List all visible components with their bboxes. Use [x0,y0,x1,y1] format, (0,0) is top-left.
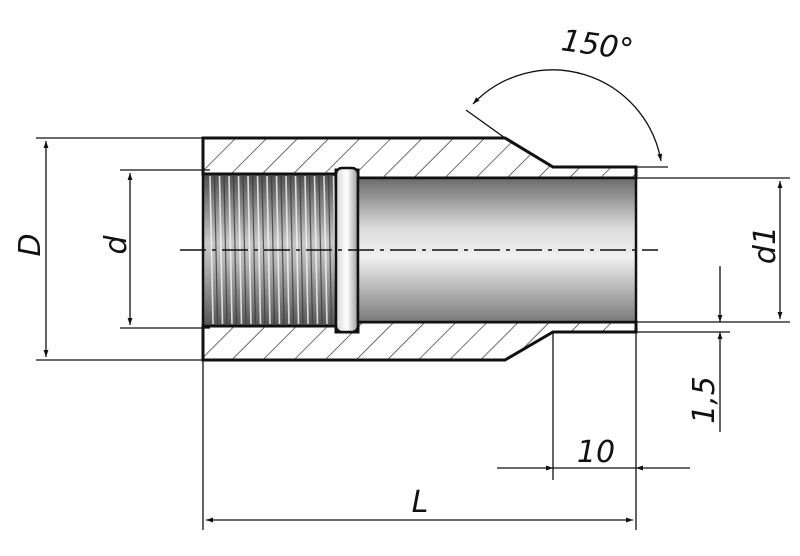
extension-lines [36,109,790,530]
thread-crest [247,175,252,325]
label-d: d [99,235,134,255]
label-length-total: L [412,485,429,520]
thread-crest [256,175,262,325]
dimension-lines [43,69,783,523]
label-d1: d1 [748,226,783,264]
label-angle: 150° [559,23,635,68]
thread-root [299,175,304,325]
label-length-short: 10 [577,435,615,470]
dim-angle-arc [472,69,663,162]
label-wall: 1,5 [687,376,722,424]
thread-crest [218,175,224,325]
thread-root [261,175,266,325]
label-D: D [13,233,48,256]
thread-crest [209,175,214,325]
bottom-wall-section [201,320,638,362]
thread-root [289,175,295,325]
top-wall-section [201,136,638,180]
